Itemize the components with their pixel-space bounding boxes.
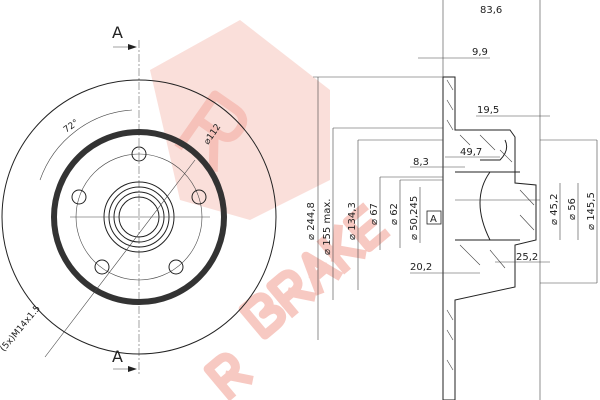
dim-145-5: ⌀ 145,5 bbox=[586, 192, 597, 230]
dim-62: ⌀ 62 bbox=[389, 203, 400, 225]
angle-label: 72° bbox=[62, 118, 81, 135]
dim-25-2: 25,2 bbox=[516, 252, 538, 263]
bolt-thread-label: (5x)M14x1.5 bbox=[0, 304, 43, 354]
dim-134-3: ⌀ 134,3 bbox=[347, 202, 358, 240]
dim-20-2: 20,2 bbox=[410, 262, 432, 273]
datum-box bbox=[426, 210, 442, 225]
top-section-label: A bbox=[112, 23, 123, 42]
dim-244-8: ⌀ 244,8 bbox=[306, 202, 317, 240]
dim-49-7: 49,7 bbox=[460, 147, 482, 158]
dim-9-9: 9,9 bbox=[472, 47, 488, 58]
side-view: 83,6 9,9 19,5 49,7 8,3 ⌀ 244,8 ⌀ 155 max… bbox=[306, 0, 598, 400]
dim-50-245: ⌀ 50,245 bbox=[409, 196, 420, 240]
dim-83-6: 83,6 bbox=[480, 5, 502, 16]
watermark-logo bbox=[150, 20, 391, 400]
dim-56: ⌀ 56 bbox=[567, 198, 578, 220]
dim-67: ⌀ 67 bbox=[369, 203, 380, 225]
bottom-section-label: A bbox=[112, 347, 123, 366]
dim-8-3: 8,3 bbox=[413, 157, 429, 168]
dim-45-2: ⌀ 45,2 bbox=[549, 194, 560, 225]
dim-19-5: 19,5 bbox=[477, 105, 499, 116]
dim-155-max: ⌀ 155 max. bbox=[322, 199, 333, 255]
datum-label: A bbox=[430, 214, 437, 225]
